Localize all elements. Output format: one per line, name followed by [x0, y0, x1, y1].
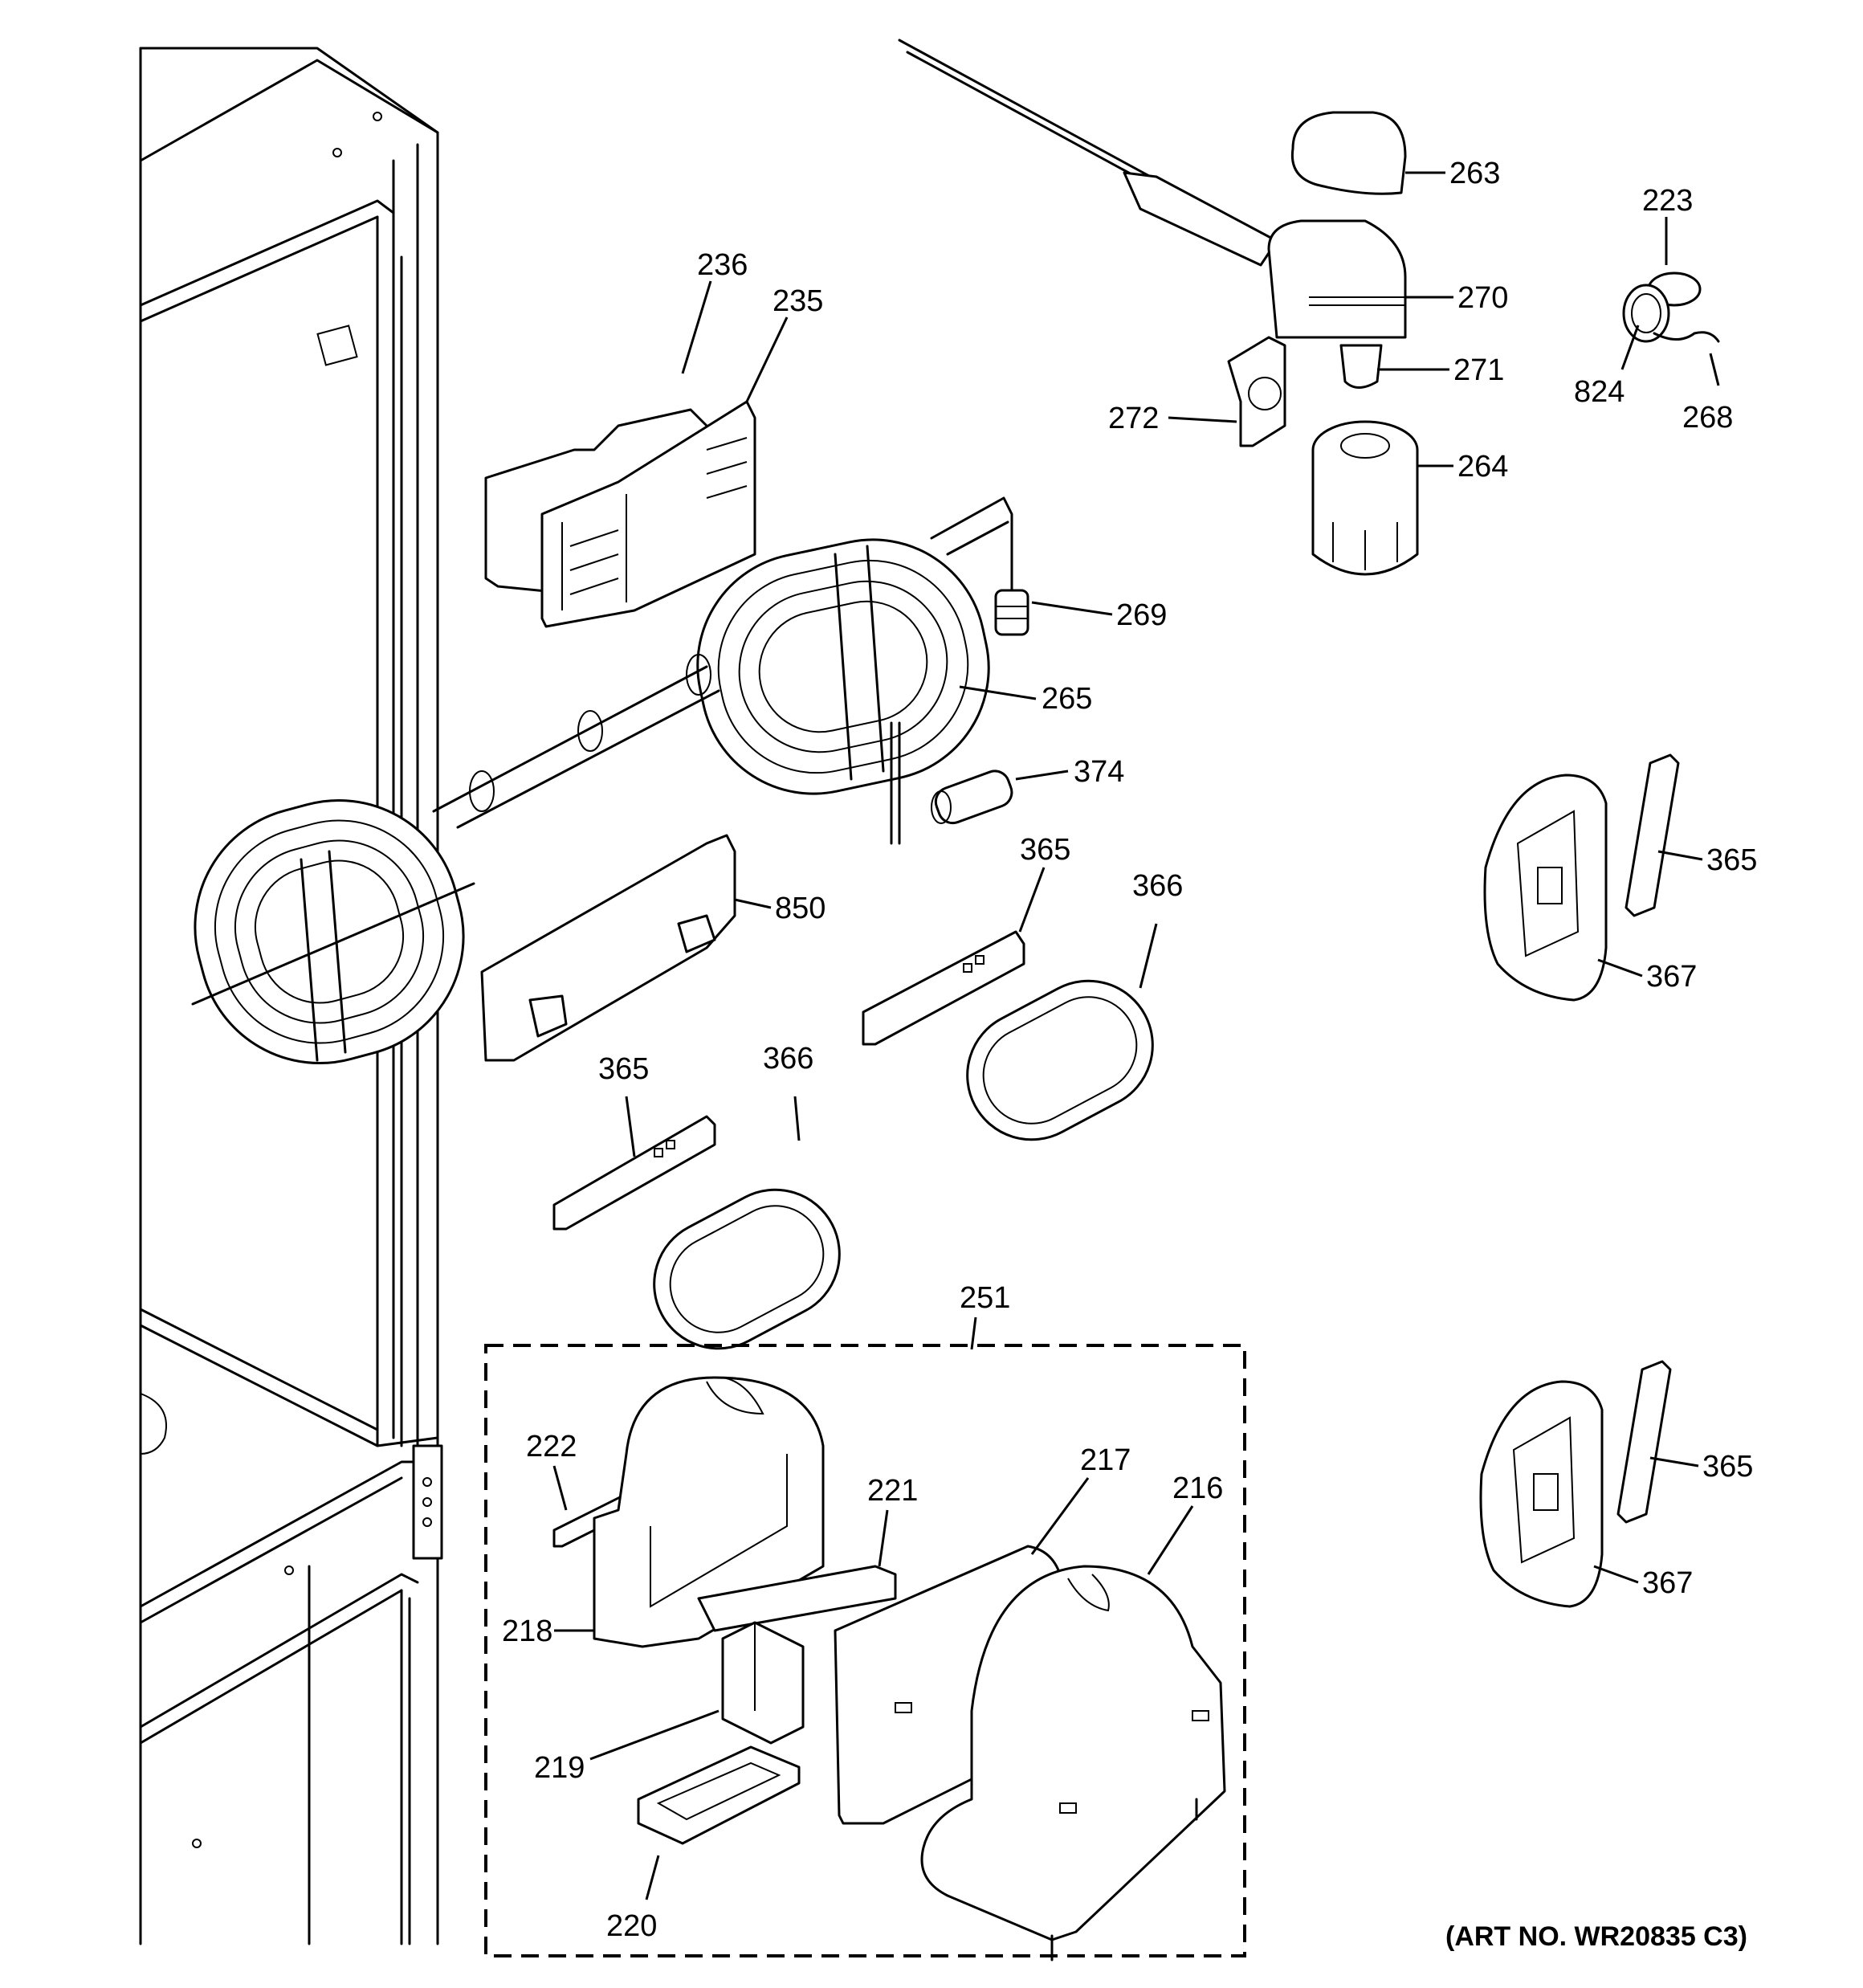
part-365-board-upper — [862, 930, 1025, 1046]
part-365-board-lower — [552, 1115, 716, 1231]
part-270-filter-housing — [898, 39, 1407, 389]
callout-265: 265 — [1042, 682, 1092, 716]
part-264-filter — [1311, 420, 1419, 576]
leader-lines — [552, 171, 1720, 1900]
part-366-cover-lower — [653, 1188, 841, 1350]
callout-268: 268 — [1682, 401, 1733, 435]
callout-367-right-lower: 367 — [1642, 1566, 1693, 1600]
callout-270: 270 — [1457, 281, 1508, 315]
callout-365-right-upper: 365 — [1706, 843, 1757, 877]
callout-365-upper: 365 — [1020, 833, 1070, 867]
callout-223: 223 — [1642, 184, 1693, 218]
part-367-cover-upper-right — [1483, 774, 1608, 1002]
part-221-duct — [697, 1565, 897, 1632]
callout-367-right-upper: 367 — [1646, 960, 1697, 994]
callout-366-lower: 366 — [763, 1042, 813, 1076]
part-367-cover-lower-right — [1479, 1380, 1604, 1608]
refrigerator-cabinet — [139, 47, 443, 1945]
callout-366-upper: 366 — [1132, 869, 1183, 903]
part-223-824-268-small-parts — [1622, 271, 1720, 343]
callout-269: 269 — [1116, 598, 1167, 632]
callout-236: 236 — [697, 248, 748, 282]
part-236-235-clips — [484, 400, 756, 628]
art-number: (ART NO. WR20835 C3) — [1445, 1921, 1747, 1952]
callout-824: 824 — [1574, 375, 1625, 409]
callout-235: 235 — [773, 284, 823, 318]
callout-264: 264 — [1457, 450, 1508, 484]
part-850-dispenser-lever — [480, 834, 736, 1062]
callout-217: 217 — [1080, 1443, 1131, 1477]
part-269-fitting — [994, 589, 1029, 636]
assembly-251-boundary — [484, 1344, 1246, 1957]
part-366-cover-upper — [966, 979, 1154, 1141]
part-265-water-coil — [191, 496, 1013, 1065]
callout-374: 374 — [1074, 755, 1124, 789]
callout-251: 251 — [960, 1281, 1010, 1315]
part-365-board-upper-right — [1625, 753, 1680, 917]
callout-219: 219 — [534, 1751, 585, 1785]
callout-221: 221 — [867, 1474, 918, 1508]
part-220-gasket — [637, 1745, 801, 1845]
callout-220: 220 — [606, 1909, 657, 1943]
callout-labels: 263 223 270 271 824 268 272 264 236 235 … — [502, 157, 1757, 1943]
part-374-union — [931, 769, 1013, 825]
part-263-cover — [1290, 111, 1407, 195]
callout-271: 271 — [1453, 353, 1504, 387]
callout-263: 263 — [1449, 157, 1500, 190]
part-272-bracket — [1227, 336, 1286, 447]
part-365-board-lower-right — [1616, 1360, 1672, 1524]
callout-365-lower: 365 — [598, 1052, 649, 1086]
callout-272: 272 — [1108, 402, 1159, 435]
callout-222: 222 — [526, 1430, 577, 1463]
part-219-module — [721, 1621, 805, 1745]
callout-850: 850 — [775, 892, 826, 925]
part-218-housing — [593, 1376, 825, 1648]
callout-365-right-lower: 365 — [1702, 1450, 1753, 1484]
callout-218: 218 — [502, 1614, 552, 1648]
callout-216: 216 — [1172, 1472, 1223, 1505]
part-216-cover — [920, 1565, 1226, 1961]
